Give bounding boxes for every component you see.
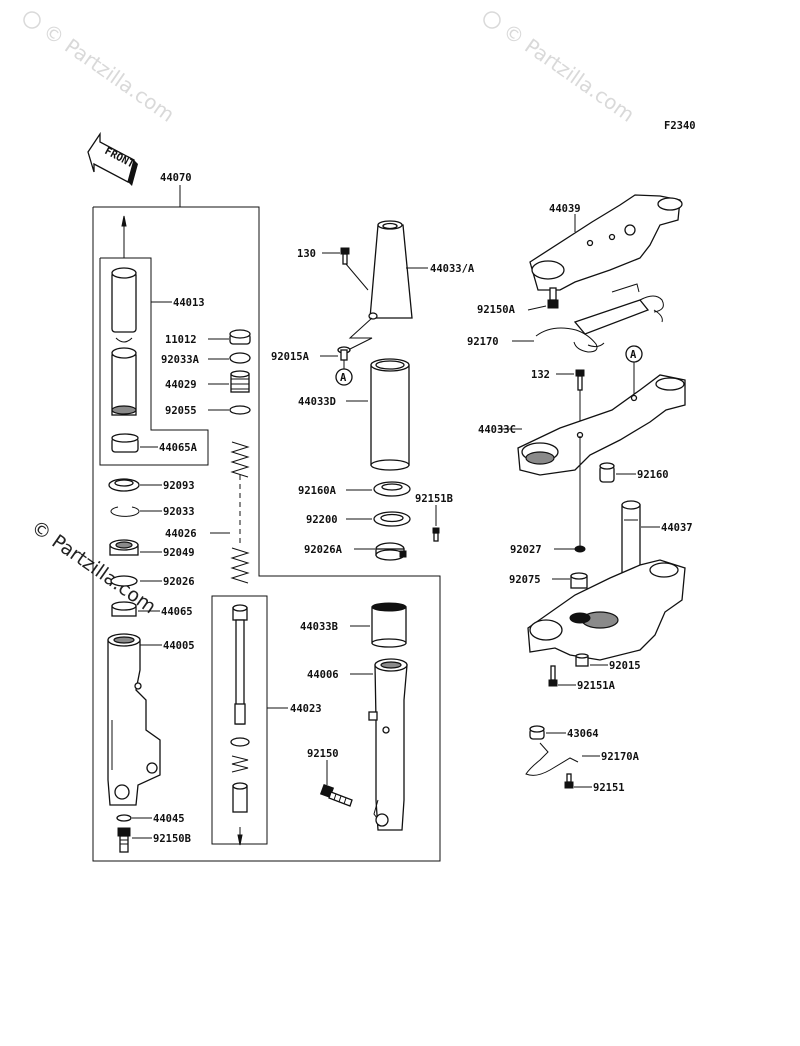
label-92015: 92015 bbox=[609, 660, 641, 672]
label-44005: 44005 bbox=[163, 640, 195, 652]
bracket-44033c-part bbox=[517, 374, 686, 476]
label-44070: 44070 bbox=[160, 172, 192, 184]
label-92075: 92075 bbox=[509, 574, 541, 586]
label-44033b: 44033B bbox=[300, 621, 338, 633]
label-44065a: 44065A bbox=[159, 442, 198, 454]
ring-92200-part bbox=[373, 511, 411, 527]
label-44026: 44026 bbox=[165, 528, 197, 540]
svg-text:© Partzilla.com: © Partzilla.com bbox=[39, 19, 179, 127]
label-92049: 92049 bbox=[163, 547, 195, 559]
label-92170: 92170 bbox=[467, 336, 499, 348]
label-43064: 43064 bbox=[567, 728, 599, 740]
label-132: 132 bbox=[531, 369, 550, 381]
bushing-92075-part bbox=[570, 572, 588, 589]
watermark-top-right: © Partzilla.com bbox=[483, 11, 639, 127]
washer-92160a-part bbox=[373, 481, 411, 497]
label-92026: 92026 bbox=[163, 576, 195, 588]
circlip-92033-part bbox=[110, 506, 140, 517]
label-44029: 44029 bbox=[165, 379, 197, 391]
bushing-44065-part bbox=[111, 601, 137, 617]
screw-92151-part bbox=[564, 773, 574, 789]
label-92150a: 92150A bbox=[477, 304, 516, 316]
bolt-92015a-part bbox=[337, 346, 351, 361]
label-92093: 92093 bbox=[163, 480, 195, 492]
label-92055: 92055 bbox=[165, 405, 197, 417]
label-44039: 44039 bbox=[549, 203, 581, 215]
inner-fork-tube-part bbox=[111, 267, 137, 416]
svg-text:A: A bbox=[340, 372, 347, 384]
clamp-92170-part bbox=[535, 283, 664, 353]
reference-marker-a-right: A bbox=[625, 345, 643, 398]
steering-stem-44037-part bbox=[527, 500, 686, 661]
seal-92093-part bbox=[108, 478, 140, 492]
label-44045: 44045 bbox=[153, 813, 185, 825]
label-92151: 92151 bbox=[593, 782, 625, 794]
label-92151b: 92151B bbox=[415, 493, 453, 505]
label-44033c: 44033C bbox=[478, 424, 516, 436]
figure-code: F2340 bbox=[664, 120, 696, 132]
oring-92055-part bbox=[229, 405, 251, 415]
ring-92033a-part bbox=[229, 352, 251, 364]
bolt-130-part bbox=[340, 247, 350, 265]
label-92150b: 92150B bbox=[153, 833, 191, 845]
bushing-44065a-part bbox=[111, 433, 139, 453]
label-92150: 92150 bbox=[307, 748, 339, 760]
label-92170a: 92170A bbox=[601, 751, 640, 763]
bolt-92151a-part bbox=[548, 665, 558, 687]
label-92160: 92160 bbox=[637, 469, 669, 481]
outer-fork-tube-44006-part bbox=[368, 658, 408, 831]
grommet-92160-part bbox=[599, 462, 615, 483]
label-92027: 92027 bbox=[510, 544, 542, 556]
washer-44045-part bbox=[116, 814, 132, 822]
washer-92027-part bbox=[574, 545, 586, 553]
label-92026a: 92026A bbox=[304, 544, 343, 556]
fork-cover-44033d-part bbox=[370, 358, 410, 471]
svg-text:A: A bbox=[630, 349, 637, 361]
outer-fork-tube-44005-part bbox=[107, 633, 161, 806]
label-44065: 44065 bbox=[161, 606, 193, 618]
ring-92026-part bbox=[110, 575, 138, 587]
label-130: 130 bbox=[297, 248, 316, 260]
label-44023: 44023 bbox=[290, 703, 322, 715]
label-92160a: 92160A bbox=[298, 485, 337, 497]
clamp-92170a-part bbox=[525, 742, 579, 776]
fork-spring-part bbox=[230, 441, 250, 584]
fork-cover-44033a-part bbox=[368, 220, 413, 320]
damper-rod-44023-part bbox=[230, 604, 250, 813]
clamp-92026a-part bbox=[375, 542, 407, 561]
label-92151a: 92151A bbox=[577, 680, 616, 692]
bolt-92150-part bbox=[319, 783, 353, 807]
label-92200: 92200 bbox=[306, 514, 338, 526]
label-92033: 92033 bbox=[163, 506, 195, 518]
damper-43064-part bbox=[529, 725, 545, 740]
bolt-92150a-part bbox=[547, 287, 559, 309]
label-44013: 44013 bbox=[173, 297, 205, 309]
cover-44033b-part bbox=[371, 602, 407, 648]
label-11012: 11012 bbox=[165, 334, 197, 346]
front-arrow-icon: FRONT bbox=[87, 131, 138, 186]
bolt-92150b-part bbox=[117, 827, 131, 853]
nut-92015-part bbox=[575, 653, 589, 667]
oil-seal-92049-part bbox=[109, 539, 139, 556]
fork-assembly-outline bbox=[92, 206, 441, 862]
label-44037: 44037 bbox=[661, 522, 693, 534]
screw-92151b-part bbox=[432, 527, 440, 542]
handlebar-holder-44039-part bbox=[529, 194, 683, 291]
bolt-132-part bbox=[575, 369, 585, 391]
label-92015a: 92015A bbox=[271, 351, 310, 363]
cap-11012-part bbox=[229, 329, 251, 345]
watermark-top-left: © Partzilla.com bbox=[23, 11, 179, 127]
label-44033d: 44033D bbox=[298, 396, 336, 408]
svg-text:© Partzilla.com: © Partzilla.com bbox=[499, 19, 639, 127]
reference-marker-a: A bbox=[335, 360, 353, 386]
label-44033a: 44033/A bbox=[430, 263, 475, 275]
label-92033a: 92033A bbox=[161, 354, 200, 366]
label-44006: 44006 bbox=[307, 669, 339, 681]
valve-44029-part bbox=[230, 370, 250, 393]
